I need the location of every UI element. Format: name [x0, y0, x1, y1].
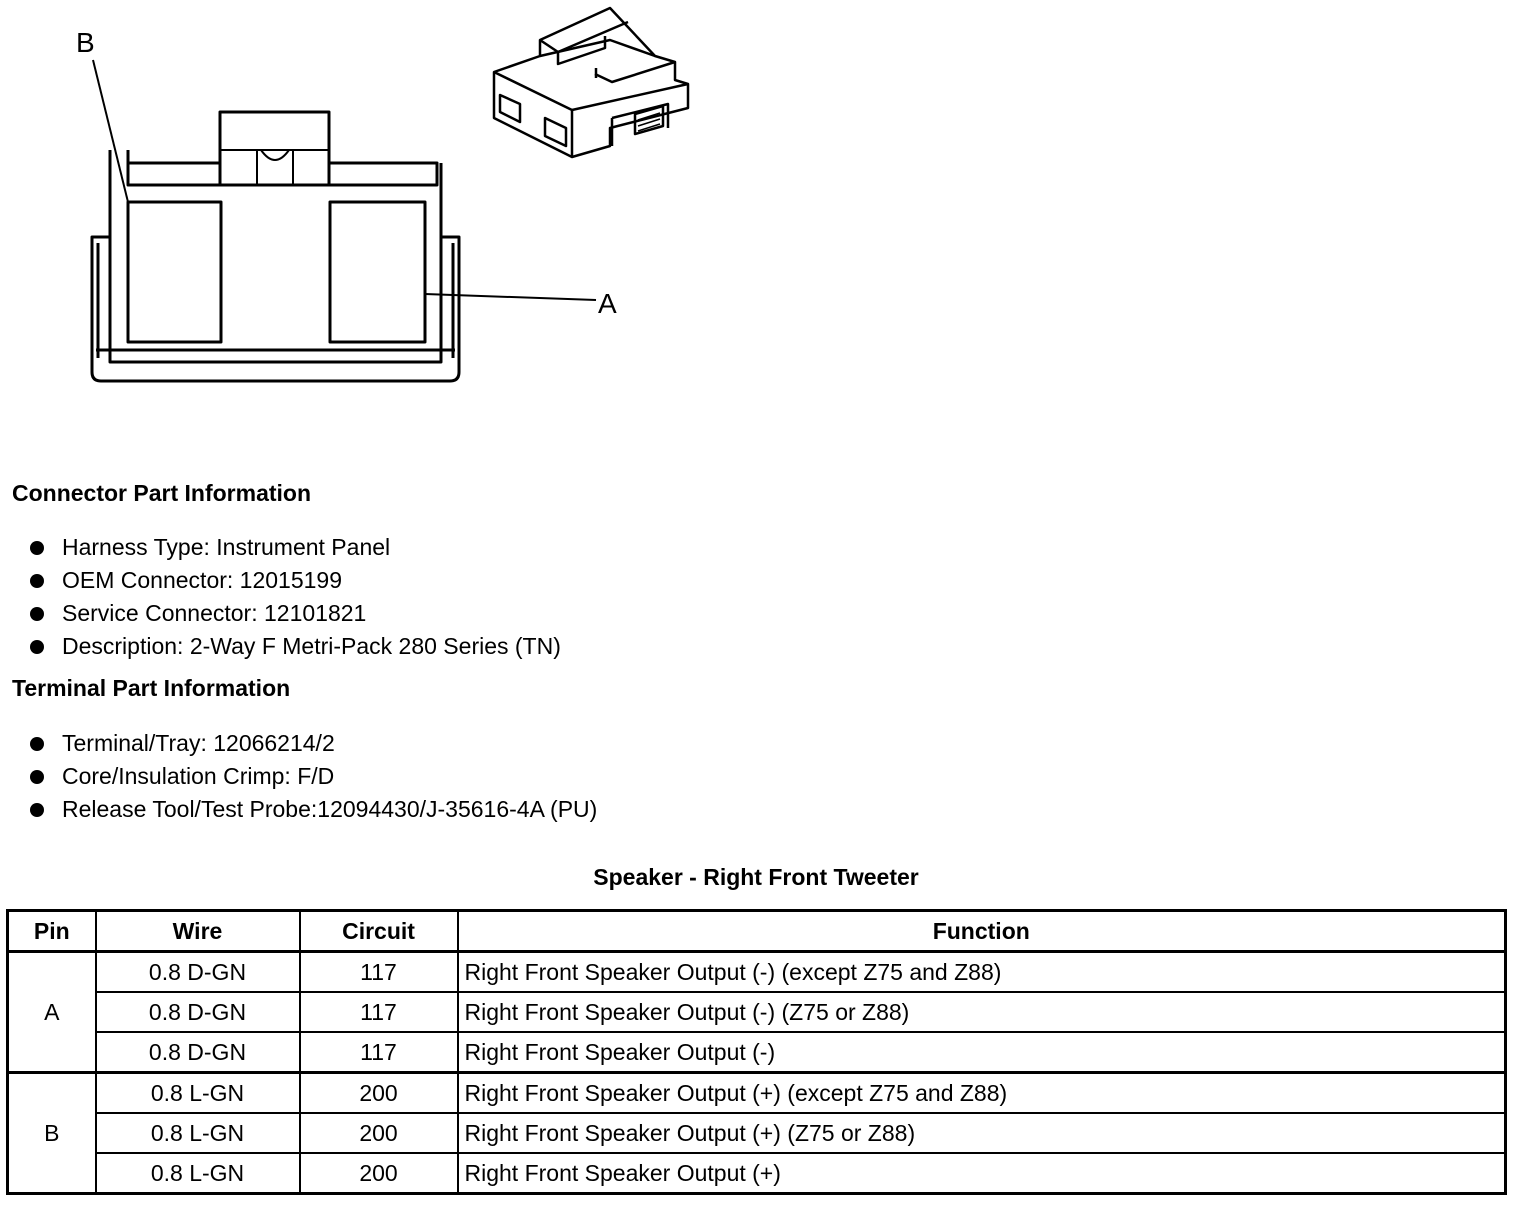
- bullet-icon: [30, 574, 44, 588]
- terminal-info-list: Terminal/Tray: 12066214/2 Core/Insulatio…: [30, 727, 597, 826]
- function-cell: Right Front Speaker Output (+) (Z75 or Z…: [456, 1112, 1507, 1154]
- header-circuit: Circuit: [298, 909, 459, 953]
- function-cell: Right Front Speaker Output (-): [456, 1031, 1507, 1074]
- list-item: Terminal/Tray: 12066214/2: [30, 727, 597, 760]
- table-row: 0.8 L-GN 200 Right Front Speaker Output …: [8, 1152, 1507, 1195]
- wire-cell: 0.8 L-GN: [94, 1152, 301, 1195]
- connector-isometric-view: [492, 6, 690, 159]
- terminal-info-heading: Terminal Part Information: [12, 675, 291, 701]
- bullet-icon: [30, 640, 44, 654]
- connector-service: Service Connector: 12101821: [62, 600, 367, 626]
- wire-cell: 0.8 D-GN: [94, 950, 301, 993]
- circuit-cell: 200: [298, 1071, 459, 1114]
- list-item: Harness Type: Instrument Panel: [30, 531, 561, 564]
- circuit-cell: 117: [298, 991, 459, 1033]
- wire-cell: 0.8 L-GN: [94, 1071, 301, 1114]
- callout-a-label: A: [598, 288, 617, 319]
- terminal-crimp: Core/Insulation Crimp: F/D: [62, 763, 335, 789]
- connector-description: Description: 2-Way F Metri-Pack 280 Seri…: [62, 633, 561, 659]
- bullet-icon: [30, 607, 44, 621]
- circuit-cell: 200: [298, 1112, 459, 1154]
- wire-cell: 0.8 L-GN: [94, 1112, 301, 1154]
- connector-diagram: B A: [76, 6, 690, 383]
- table-header-row: Pin Wire Circuit Function: [6, 909, 1507, 953]
- circuit-cell: 117: [298, 950, 459, 993]
- circuit-cell: 117: [298, 1031, 459, 1074]
- header-pin: Pin: [6, 909, 97, 953]
- list-item: Service Connector: 12101821: [30, 597, 561, 630]
- table-row: B 0.8 L-GN 200 Right Front Speaker Outpu…: [6, 1071, 1507, 1195]
- terminal-tray: Terminal/Tray: 12066214/2: [62, 730, 335, 756]
- wire-cell: 0.8 D-GN: [94, 991, 301, 1033]
- function-cell: Right Front Speaker Output (+) (except Z…: [456, 1071, 1507, 1114]
- bullet-icon: [30, 803, 44, 817]
- wire-cell: 0.8 D-GN: [94, 1031, 301, 1074]
- connector-info-list: Harness Type: Instrument Panel OEM Conne…: [30, 531, 561, 663]
- pin-cell: A: [6, 950, 97, 1074]
- connector-harness-type: Harness Type: Instrument Panel: [62, 534, 391, 560]
- connector-info-heading: Connector Part Information: [12, 480, 312, 506]
- table-row: 0.8 D-GN 117 Right Front Speaker Output …: [8, 991, 1507, 1033]
- table-row: 0.8 D-GN 117 Right Front Speaker Output …: [8, 1031, 1507, 1074]
- cavity-b: [126, 200, 223, 344]
- table-row: 0.8 L-GN 200 Right Front Speaker Output …: [8, 1112, 1507, 1154]
- cavity-a: [328, 200, 427, 344]
- function-cell: Right Front Speaker Output (-) (Z75 or Z…: [456, 991, 1507, 1033]
- pinout-table: Pin Wire Circuit Function A 0.8 D-GN 117…: [6, 909, 1507, 1195]
- list-item: Release Tool/Test Probe:12094430/J-35616…: [30, 793, 597, 826]
- function-cell: Right Front Speaker Output (-) (except Z…: [456, 950, 1507, 993]
- header-wire: Wire: [94, 909, 301, 953]
- connector-oem: OEM Connector: 12015199: [62, 567, 343, 593]
- list-item: Core/Insulation Crimp: F/D: [30, 760, 597, 793]
- table-title: Speaker - Right Front Tweeter: [593, 864, 919, 890]
- connector-face-view: [90, 59, 597, 383]
- list-item: Description: 2-Way F Metri-Pack 280 Seri…: [30, 630, 561, 663]
- table-row: A 0.8 D-GN 117 Right Front Speaker Outpu…: [6, 950, 1507, 1074]
- bullet-icon: [30, 737, 44, 751]
- circuit-cell: 200: [298, 1152, 459, 1195]
- bullet-icon: [30, 541, 44, 555]
- function-cell: Right Front Speaker Output (+): [456, 1152, 1507, 1195]
- header-function: Function: [456, 909, 1507, 953]
- pin-cell: B: [6, 1071, 97, 1195]
- terminal-release-tool: Release Tool/Test Probe:12094430/J-35616…: [62, 796, 598, 822]
- bullet-icon: [30, 770, 44, 784]
- callout-b-label: B: [76, 27, 95, 58]
- list-item: OEM Connector: 12015199: [30, 564, 561, 597]
